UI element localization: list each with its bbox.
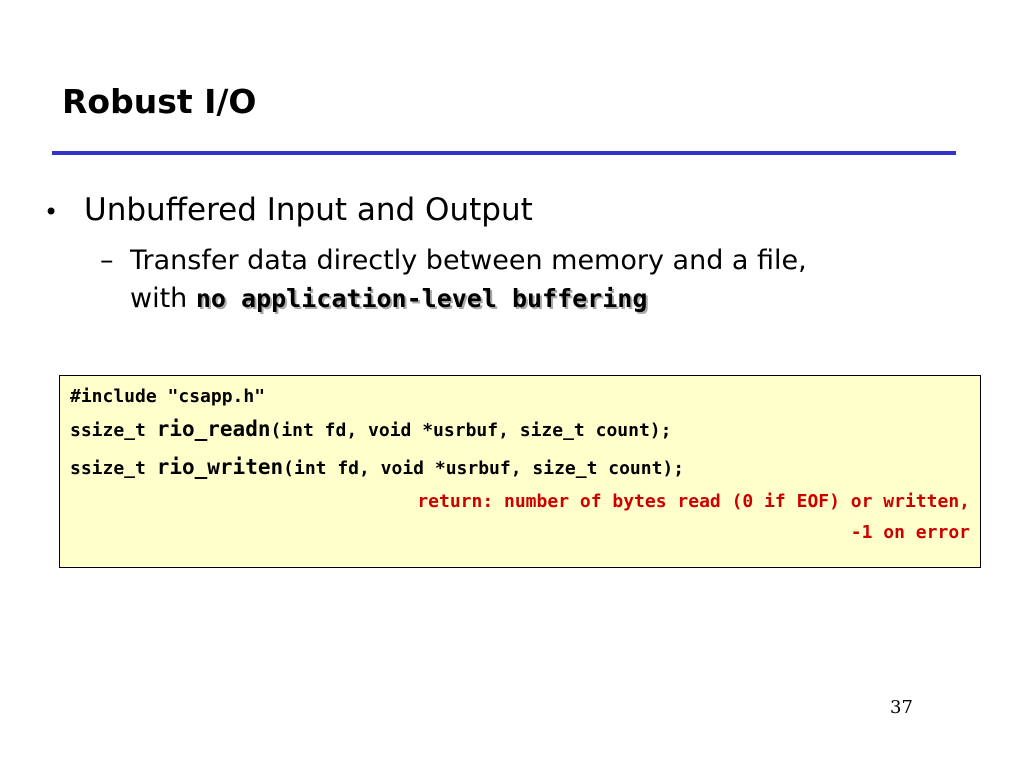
code-readn-line: ssize_t rio_readn(int fd, void *usrbuf, … xyxy=(70,410,970,448)
code-readn-args: (int fd, void *usrbuf, size_t count); xyxy=(270,420,672,441)
sub-bullet-text: Transfer data directly between memory an… xyxy=(130,242,960,318)
bullet-marker: • xyxy=(44,198,59,226)
code-include-line: #include "csapp.h" xyxy=(70,386,266,407)
code-return-line-2: -1 on error xyxy=(850,522,970,543)
bullet-item: • Unbuffered Input and Output xyxy=(40,188,533,232)
code-readn-name: rio_readn xyxy=(156,417,271,441)
title-divider xyxy=(52,151,956,155)
sub-bullet-line-1: Transfer data directly between memory an… xyxy=(130,245,807,276)
emphasis-text: no application-level buffering xyxy=(195,284,648,313)
code-writen-name: rio_writen xyxy=(156,455,284,479)
page-number: 37 xyxy=(890,697,913,718)
code-return-line-1: return: number of bytes read (0 if EOF) … xyxy=(417,491,970,512)
sub-bullet-line-2: with no application-level buffering xyxy=(130,280,960,318)
code-writen-args: (int fd, void *usrbuf, size_t count); xyxy=(283,458,685,479)
code-writen-type: ssize_t xyxy=(70,458,157,479)
slide-title: Robust I/O xyxy=(62,82,257,121)
code-writen-line: ssize_t rio_writen(int fd, void *usrbuf,… xyxy=(70,448,970,486)
sub-bullet-marker: – xyxy=(100,245,114,276)
code-readn-type: ssize_t xyxy=(70,420,157,441)
code-block: #include "csapp.h" ssize_t rio_readn(int… xyxy=(59,375,981,568)
sub-bullet-item: – Transfer data directly between memory … xyxy=(100,242,960,318)
sub-bullet-prefix: with xyxy=(130,283,196,314)
bullet-text: Unbuffered Input and Output xyxy=(84,192,533,228)
